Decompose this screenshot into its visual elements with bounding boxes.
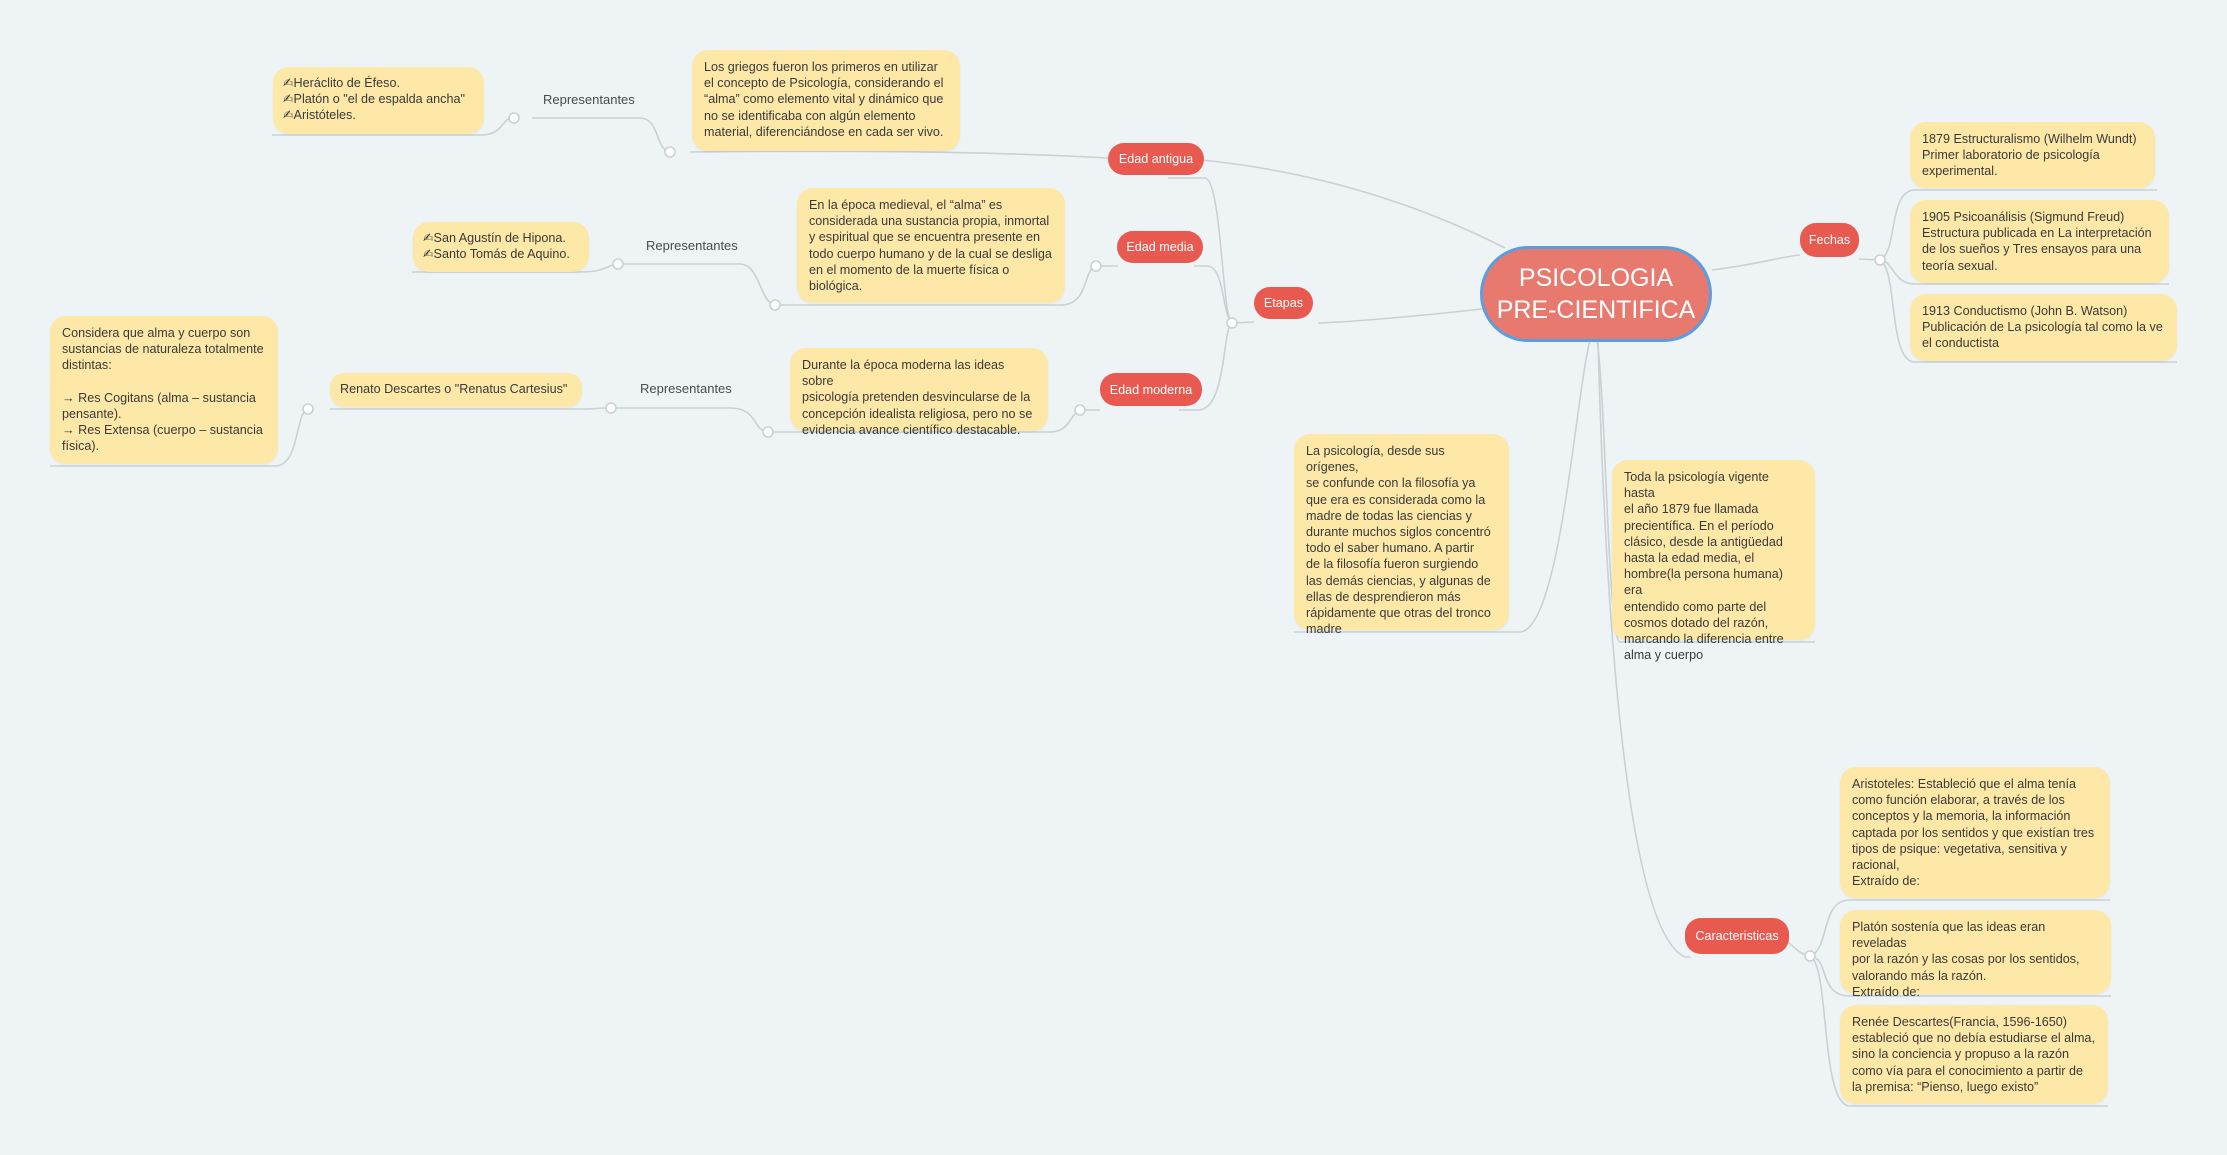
junction-dot — [1804, 950, 1816, 962]
junction-dot — [664, 146, 676, 158]
junction-dot — [1074, 404, 1086, 416]
junction-dot — [508, 112, 520, 124]
edad-moderna-representantes-label[interactable]: Representantes — [640, 381, 732, 396]
edad-moderna-representante[interactable]: Renato Descartes o "Renatus Cartesius" — [330, 373, 582, 407]
root-title-line2: PRE-CIENTIFICA — [1496, 296, 1696, 324]
root-title-line1: PSICOLOGIA — [1518, 264, 1674, 292]
edad-moderna-branch[interactable]: Edad moderna — [1100, 373, 1202, 406]
junction-dot — [769, 299, 781, 311]
edad-antigua-representantes[interactable]: ✍Heráclito de Éfeso. ✍Platón o "el de es… — [273, 67, 484, 134]
fecha-1879[interactable]: 1879 Estructuralismo (Wilhelm Wundt) Pri… — [1910, 122, 2155, 188]
junction-dot — [605, 402, 617, 414]
junction-dot — [762, 426, 774, 438]
edad-moderna-description[interactable]: Durante la época moderna las ideas sobre… — [790, 348, 1048, 437]
junction-dot — [612, 258, 624, 270]
junction-dot — [1226, 317, 1238, 329]
fecha-1913[interactable]: 1913 Conductismo (John B. Watson) Public… — [1910, 294, 2177, 361]
caracteristica-platon[interactable]: Platón sostenía que las ideas eran revel… — [1840, 910, 2111, 999]
fecha-1905[interactable]: 1905 Psicoanálisis (Sigmund Freud) Estru… — [1910, 200, 2169, 283]
junction-dot — [302, 403, 314, 415]
edad-media-representantes[interactable]: ✍San Agustín de Hipona. ✍Santo Tomás de … — [413, 222, 589, 272]
edad-antigua-branch[interactable]: Edad antigua — [1108, 143, 1204, 175]
edad-media-description[interactable]: En la época medieval, el “alma” es consi… — [797, 188, 1065, 303]
edad-antigua-description[interactable]: Los griegos fueron los primeros en utili… — [692, 50, 960, 151]
caracteristica-descartes[interactable]: Renée Descartes(Francia, 1596-1650) esta… — [1840, 1005, 2108, 1104]
origenes-topic[interactable]: La psicología, desde sus orígenes, se co… — [1294, 434, 1509, 636]
edad-media-branch[interactable]: Edad media — [1117, 231, 1203, 263]
descartes-detalle[interactable]: Considera que alma y cuerpo son sustanci… — [50, 316, 278, 464]
edad-media-representantes-label[interactable]: Representantes — [646, 238, 738, 253]
caracteristicas-branch[interactable]: Caracteristicas — [1685, 918, 1789, 954]
vigente-topic[interactable]: Toda la psicología vigente hasta el año … — [1612, 460, 1815, 662]
junction-dot — [1874, 254, 1886, 266]
caracteristica-aristoteles[interactable]: Aristoteles: Estableció que el alma tení… — [1840, 767, 2110, 898]
fechas-branch[interactable]: Fechas — [1800, 223, 1859, 257]
etapas-branch[interactable]: Etapas — [1254, 287, 1313, 319]
root-topic[interactable]: PSICOLOGIA PRE-CIENTIFICA — [1480, 246, 1712, 342]
edad-antigua-representantes-label[interactable]: Representantes — [543, 92, 635, 107]
junction-dot — [1090, 260, 1102, 272]
